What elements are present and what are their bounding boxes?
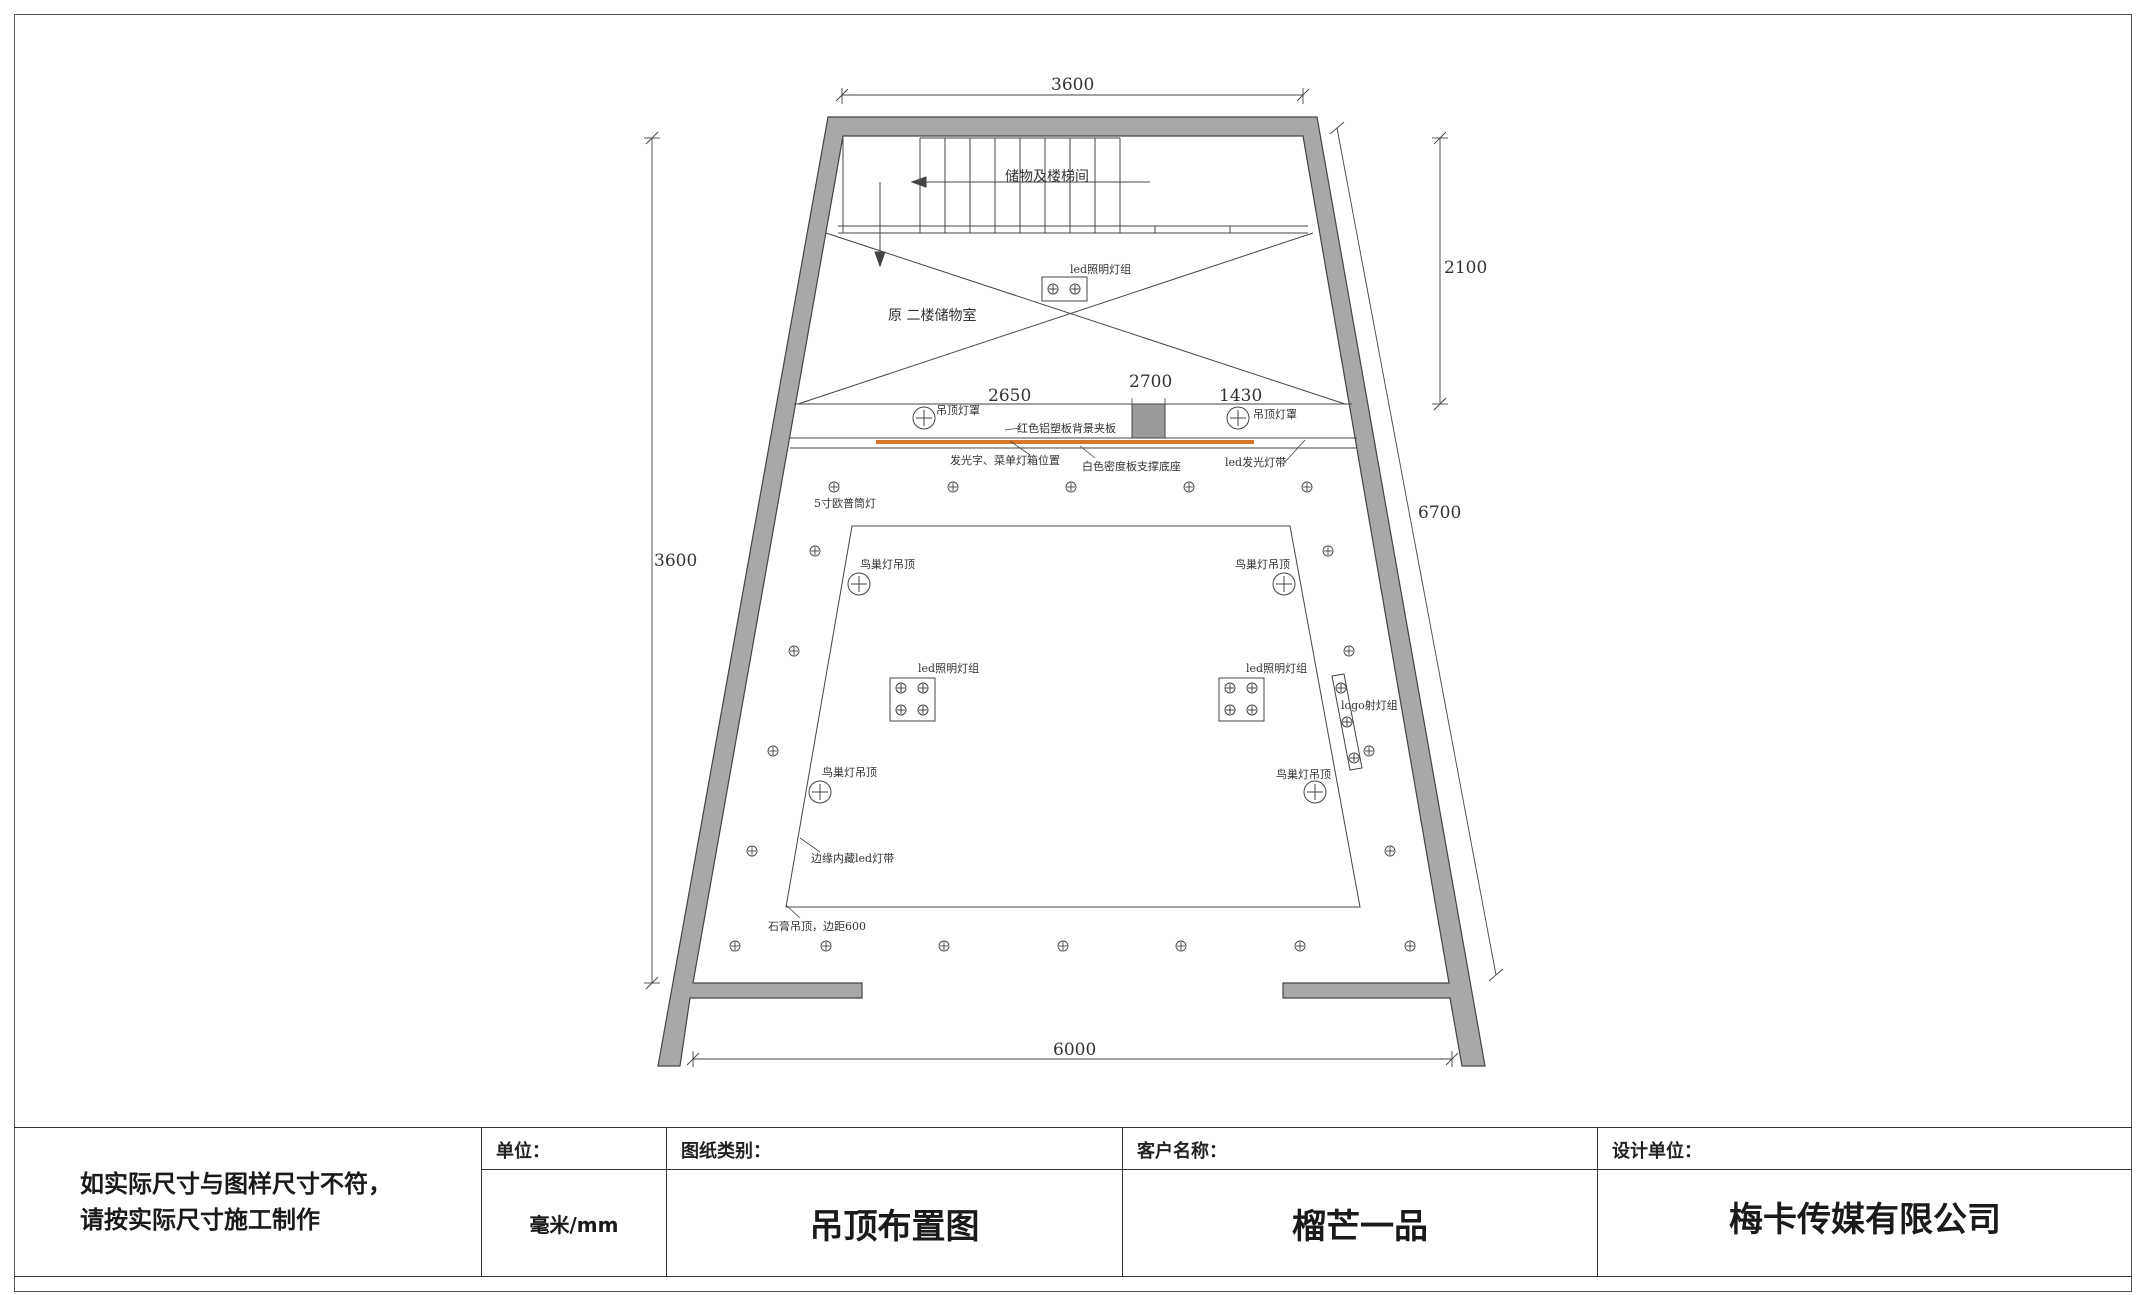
designer-label: 设计单位： <box>1598 1128 2132 1170</box>
gypsum-label: 石膏吊顶，边距600 <box>768 919 866 933</box>
beam-leaders <box>1004 427 1306 463</box>
beam-right-dim: 1430 <box>1219 386 1262 406</box>
ceiling-plan-drawing: 储物及楼梯间 原 二楼储物室 led照明灯组 吊顶灯罩 吊顶灯罩 红色铝塑板背景… <box>644 75 1504 1067</box>
unit-label: 单位： <box>482 1128 666 1170</box>
right-diagonal-dim: 6700 <box>1418 503 1461 523</box>
client-cell: 客户名称： 榴芒一品 <box>1122 1128 1597 1276</box>
white-board-label: 白色密度板支撑底座 <box>1082 459 1181 473</box>
upper-right-height-dim: 2100 <box>1444 258 1487 278</box>
led-group-left <box>889 677 936 722</box>
drawing-type-value: 吊顶布置图 <box>809 1206 980 1247</box>
pendant-cover-right <box>1226 406 1250 430</box>
beam-block <box>1131 403 1166 439</box>
led-strip-label: led发光灯带 <box>1225 455 1286 469</box>
edge-led-label: 边缘内藏led灯带 <box>811 851 894 865</box>
bottom-width-dim: 6000 <box>1053 1040 1096 1060</box>
unit-cell: 单位： 毫米/mm <box>481 1128 666 1276</box>
unit-value: 毫米/mm <box>529 1212 619 1237</box>
storage-stair-label: 储物及楼梯间 <box>1005 169 1089 185</box>
designer-value: 梅卡传媒有限公司 <box>1729 1200 2001 1240</box>
nest-lights <box>808 572 1327 804</box>
outer-wall <box>657 116 1486 1067</box>
led-group-top <box>1041 276 1088 302</box>
designer-cell: 设计单位： 梅卡传媒有限公司 <box>1597 1128 2132 1276</box>
led-group-right-label: led照明灯组 <box>1246 661 1307 675</box>
led-group-right <box>1218 677 1265 722</box>
pendant-cover-right-label: 吊顶灯罩 <box>1253 408 1297 421</box>
beam-left-dim: 2650 <box>988 386 1031 406</box>
title-block: 如实际尺寸与图样尺寸不符， 请按实际尺寸施工制作 单位： 毫米/mm 图纸类别：… <box>14 1127 2132 1277</box>
led-group-left-label: led照明灯组 <box>918 661 979 675</box>
client-label: 客户名称： <box>1123 1128 1597 1170</box>
construction-note: 如实际尺寸与图样尺寸不符， 请按实际尺寸施工制作 <box>14 1128 481 1276</box>
beam-center-dim: 2700 <box>1129 372 1172 392</box>
nest-tr-label: 鸟巢灯吊顶 <box>1235 557 1290 571</box>
red-board-label: 红色铝塑板背景夹板 <box>1017 421 1116 435</box>
construction-note-line2: 请按实际尺寸施工制作 <box>80 1206 320 1234</box>
downlight-label: 5寸欧普筒灯 <box>814 496 876 510</box>
original-storage-label: 原 二楼储物室 <box>888 307 976 324</box>
drawing-type-cell: 图纸类别： 吊顶布置图 <box>666 1128 1122 1276</box>
logo-spot-label: logo射灯组 <box>1341 698 1398 712</box>
logo-spotlight <box>1331 673 1363 771</box>
nest-tl-label: 鸟巢灯吊顶 <box>860 557 915 571</box>
pendant-cover-left <box>912 406 936 430</box>
nest-bl-label: 鸟巢灯吊顶 <box>822 765 877 779</box>
drawing-type-label: 图纸类别： <box>667 1128 1122 1170</box>
downlights <box>729 481 1416 952</box>
beam-lines <box>790 403 1357 449</box>
red-board <box>876 440 1254 444</box>
client-value: 榴芒一品 <box>1292 1206 1428 1247</box>
top-width-dim: 3600 <box>1051 75 1094 95</box>
construction-note-line1: 如实际尺寸与图样尺寸不符， <box>80 1170 392 1198</box>
nest-br-label: 鸟巢灯吊顶 <box>1276 767 1331 781</box>
stair-area <box>838 137 1308 268</box>
pendant-cover-left-label: 吊顶灯罩 <box>936 404 980 417</box>
glow-letters-label: 发光字、菜单灯箱位置 <box>950 453 1060 467</box>
inner-ceiling <box>785 525 1361 908</box>
left-height-dim: 3600 <box>654 551 697 571</box>
led-group-top-label: led照明灯组 <box>1070 262 1131 276</box>
dimension-lines <box>644 88 1504 1067</box>
page-border <box>14 14 2132 1292</box>
ceiling-leaders <box>785 837 821 919</box>
